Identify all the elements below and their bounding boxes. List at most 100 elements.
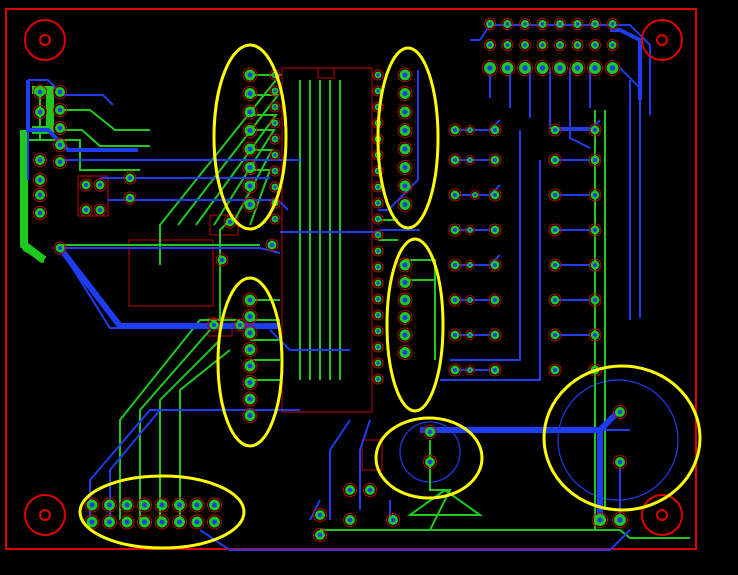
connector-pad-ring [33, 153, 47, 167]
ic-pin-ring [397, 67, 413, 83]
component-pad-drill [227, 219, 233, 225]
highlight-ellipse-ic-right-upper-pins [376, 46, 440, 230]
power-trace [57, 246, 280, 329]
resistor-pad-drill [592, 227, 598, 233]
bottom-copper-trace [406, 488, 484, 516]
ic-pin-ring [397, 327, 413, 343]
connector-pin-drill [194, 519, 200, 525]
ic-pin-drill [376, 233, 380, 237]
header-pin-drill [574, 65, 581, 71]
header-pin-ring [587, 60, 603, 76]
ic-pin-ring [269, 149, 281, 161]
via-drill [468, 263, 472, 267]
ic-pin-drill [376, 329, 380, 333]
capacitor-pad-ring [613, 405, 627, 419]
bottom-copper-trace [60, 109, 150, 131]
component-pad-ring [93, 178, 107, 192]
connector-pad-drill [57, 107, 63, 113]
ic-pin-drill [402, 297, 408, 303]
connector-pin-ring [172, 497, 187, 513]
resistor-pad-ring [488, 153, 502, 167]
component-pad-drill [347, 487, 353, 493]
ic-pin-drill [273, 105, 277, 109]
ic-pin-drill [376, 297, 380, 301]
header-pin-ring [571, 39, 584, 51]
component-pad-drill [219, 257, 225, 263]
top-copper-trace [549, 68, 590, 129]
via-drill [473, 193, 477, 197]
resistor-pad-drill [552, 127, 558, 133]
resistor-pad-drill [552, 262, 558, 268]
connector-pin-drill [212, 502, 217, 508]
mounting-hole-ring [24, 19, 66, 61]
top-copper-trace [479, 24, 651, 115]
small-part-outline [77, 175, 109, 217]
ic-pin-drill [247, 165, 253, 170]
resistor-pad-drill [592, 297, 598, 303]
via-ring [470, 190, 480, 200]
ic-pin-ring [397, 123, 413, 138]
ic-pin-ring [397, 141, 413, 157]
connector-pin-drill [124, 502, 130, 508]
connector-pad-ring [33, 85, 47, 99]
ic-pin-drill [402, 262, 408, 268]
resistor-pad-drill [592, 127, 598, 133]
ic-pin-ring [242, 292, 258, 308]
resistor-pad-drill [552, 227, 558, 233]
bottom-copper-trace [139, 329, 211, 520]
capacitor-pad-ring [612, 512, 628, 528]
connector-pin-ring [154, 514, 170, 530]
connector-pin-ring [207, 514, 222, 530]
header-pin-ring [519, 18, 531, 30]
resistor-pad-ring [488, 328, 502, 342]
ic-pin-ring [372, 325, 384, 337]
component-pad-drill [83, 182, 89, 188]
ic-pin-ring [242, 342, 258, 357]
connector-pin-ring [119, 514, 135, 530]
bottom-copper-trace [195, 114, 278, 226]
power-trace [26, 80, 138, 152]
ic-pin-drill [402, 91, 408, 96]
connector-pin-drill [124, 519, 130, 525]
resistor-pad-drill [492, 227, 498, 233]
header-pin-drill [558, 43, 562, 47]
resistor-pad-ring [548, 153, 562, 167]
ic-pin-ring [397, 310, 413, 325]
component-pad-drill [83, 207, 89, 213]
ic-pin-ring [242, 358, 258, 374]
resistor-pad-ring [488, 223, 502, 237]
top-copper-trace [455, 184, 501, 196]
ground-trace [20, 130, 47, 264]
ic-pin-drill [247, 330, 253, 336]
ic-pin-ring [372, 197, 384, 209]
resistor-pad-drill [452, 192, 458, 198]
ic-pin-ring [397, 86, 413, 101]
resistor-pad-ring [548, 123, 562, 137]
ic-pin-ring [397, 257, 413, 273]
capacitor-pad-drill [617, 517, 623, 523]
connector-pin-ring [189, 497, 205, 513]
bottom-copper-traces [20, 74, 690, 539]
mounting-hole [656, 34, 668, 46]
component-pad-drill [211, 322, 217, 328]
top-copper-traces [26, 24, 651, 551]
header-pin-drill [593, 22, 597, 26]
header-pin-drill [523, 22, 527, 26]
resistor-pad-ring [548, 328, 562, 342]
resistor-pad-ring [588, 293, 602, 307]
header-pin-ring [589, 39, 601, 51]
resistor-pad-ring [448, 123, 462, 137]
highlight-ellipse-bottom-connector [78, 474, 246, 550]
ic-pin-drill [247, 297, 253, 303]
header-pin-ring [536, 18, 549, 30]
resistor-pad-ring [488, 188, 502, 202]
header-pin-drill [539, 65, 546, 71]
ic-pin-ring [372, 341, 384, 353]
connector-pin-drill [159, 502, 165, 508]
ic-pin-drill [402, 315, 408, 320]
ic-pin-ring [397, 345, 413, 360]
ic-pin-drill [376, 345, 380, 349]
connector-pin-drill [107, 502, 112, 508]
ic-pin-drill [402, 280, 408, 285]
